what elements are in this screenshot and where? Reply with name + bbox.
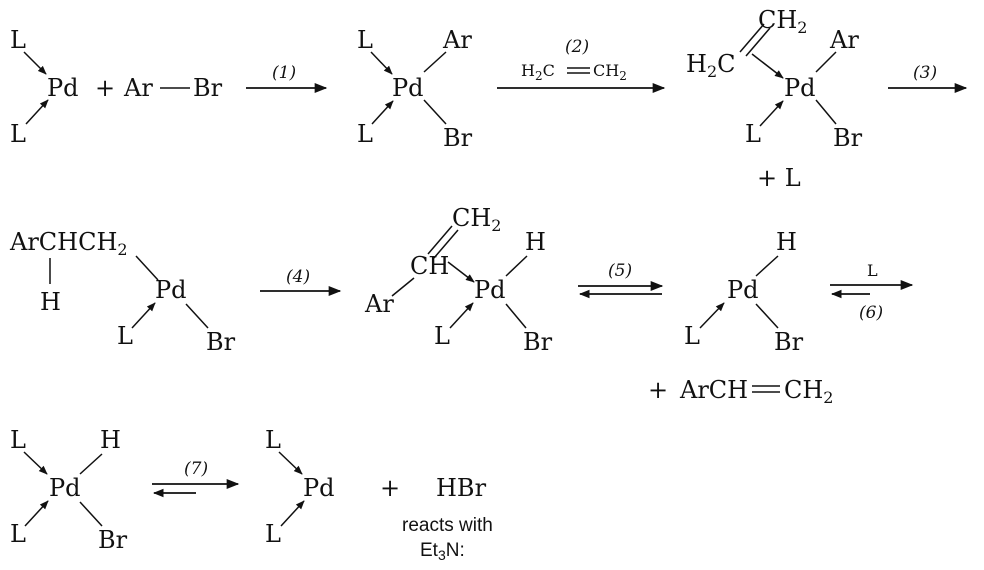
ligand-l: L xyxy=(434,322,450,350)
bromine: Br xyxy=(523,328,553,356)
hbr: HBr xyxy=(436,474,487,502)
ch-group: CH xyxy=(410,252,449,280)
equilibrium-arrow-5: (5) xyxy=(578,261,664,299)
palladium: Pd xyxy=(155,276,187,304)
hydrogen: H xyxy=(525,228,546,256)
equilibrium-arrow-6: L (6) xyxy=(830,261,914,323)
reaction-arrow-4: (4) xyxy=(260,267,342,297)
ligand-l: L xyxy=(357,120,373,148)
reaction-arrow-3: (3) xyxy=(888,63,968,94)
ligand-l: L xyxy=(10,26,26,54)
bromine: Br xyxy=(443,124,473,152)
reaction-arrow-1: (1) xyxy=(246,63,328,94)
aryl-bromide: Ar Br xyxy=(123,74,223,102)
bromine: Br xyxy=(193,74,223,102)
step-label: (3) xyxy=(913,63,937,83)
ligand-l: L xyxy=(10,426,26,454)
released-ligand: + L xyxy=(757,164,801,192)
alkyl-chain: ArCHCH2 xyxy=(9,228,128,259)
reacts-with-note: reacts with xyxy=(402,515,493,536)
ch2-group: CH2 xyxy=(784,376,833,407)
equilibrium-arrow-7: (7) xyxy=(152,459,240,498)
regenerated-pd-catalyst: L Pd L xyxy=(265,426,335,548)
palladium: Pd xyxy=(727,276,759,304)
palladium: Pd xyxy=(49,474,81,502)
step-label: (5) xyxy=(608,261,632,281)
step-label: (6) xyxy=(859,303,883,323)
step-label: (4) xyxy=(286,267,310,287)
step-label: (2) xyxy=(565,37,589,57)
hbr-byproduct: + HBr reacts with Et3N: xyxy=(380,474,493,563)
coordination-bond xyxy=(25,99,49,125)
ligand-l: L xyxy=(357,26,373,54)
ligand-l: L xyxy=(10,520,26,548)
step-label: (1) xyxy=(272,63,296,83)
oxidative-addition-complex: L Ar Pd L Br xyxy=(357,26,473,152)
ligand-l: L xyxy=(745,120,761,148)
coordination-bond xyxy=(23,51,47,75)
ch2-group: CH2 xyxy=(452,204,501,235)
pd-l2-complex: L Pd L xyxy=(10,26,79,148)
reaction-arrow-2: (2) H2C CH2 xyxy=(497,37,666,94)
ligand-l: L xyxy=(684,322,700,350)
plus-sign: + xyxy=(648,376,668,404)
aryl-group: Ar xyxy=(364,290,394,318)
hydrogen: H xyxy=(100,426,121,454)
palladium: Pd xyxy=(392,74,424,102)
ch2-group: CH2 xyxy=(758,6,807,37)
hydrogen: H xyxy=(776,228,797,256)
bromine: Br xyxy=(774,328,804,356)
bromine: Br xyxy=(833,124,863,152)
palladium: Pd xyxy=(784,74,816,102)
bromine: Br xyxy=(98,526,128,554)
aryl-group: Ar xyxy=(829,26,859,54)
ligand-l: L xyxy=(265,426,281,454)
styrene-pi-complex: CH2 CH Ar H Pd L Br xyxy=(364,204,553,356)
hydride-l2-complex: L H Pd L Br xyxy=(10,426,128,554)
ligand-l: L xyxy=(10,120,26,148)
reagent-ligand: L xyxy=(867,261,878,280)
reagent-ethylene: H2C xyxy=(521,61,555,83)
palladium: Pd xyxy=(47,74,79,102)
ethylene-pi-complex: CH2 H2C Ar Pd L Br + L xyxy=(686,6,863,192)
bromine: Br xyxy=(206,328,236,356)
aryl-group: Ar xyxy=(442,26,472,54)
palladium: Pd xyxy=(474,276,506,304)
ligand-l: L xyxy=(265,520,281,548)
styrene-product: + ArCH CH2 xyxy=(648,376,833,407)
migratory-insertion-complex: ArCHCH2 H Pd L Br xyxy=(9,228,236,356)
triethylamine-note: Et3N: xyxy=(420,540,465,563)
h2c-group: H2C xyxy=(686,50,736,81)
step-label: (7) xyxy=(184,459,208,479)
plus-sign: + xyxy=(380,474,400,502)
ligand-l: L xyxy=(117,322,133,350)
arch-group: ArCH xyxy=(679,376,748,404)
plus-sign: + xyxy=(95,74,115,102)
reagent-ethylene-ch2: CH2 xyxy=(593,61,627,83)
palladium: Pd xyxy=(303,474,335,502)
aryl-group: Ar xyxy=(123,74,153,102)
hydrogen: H xyxy=(40,288,61,316)
hydride-complex: H Pd L Br xyxy=(684,228,804,356)
